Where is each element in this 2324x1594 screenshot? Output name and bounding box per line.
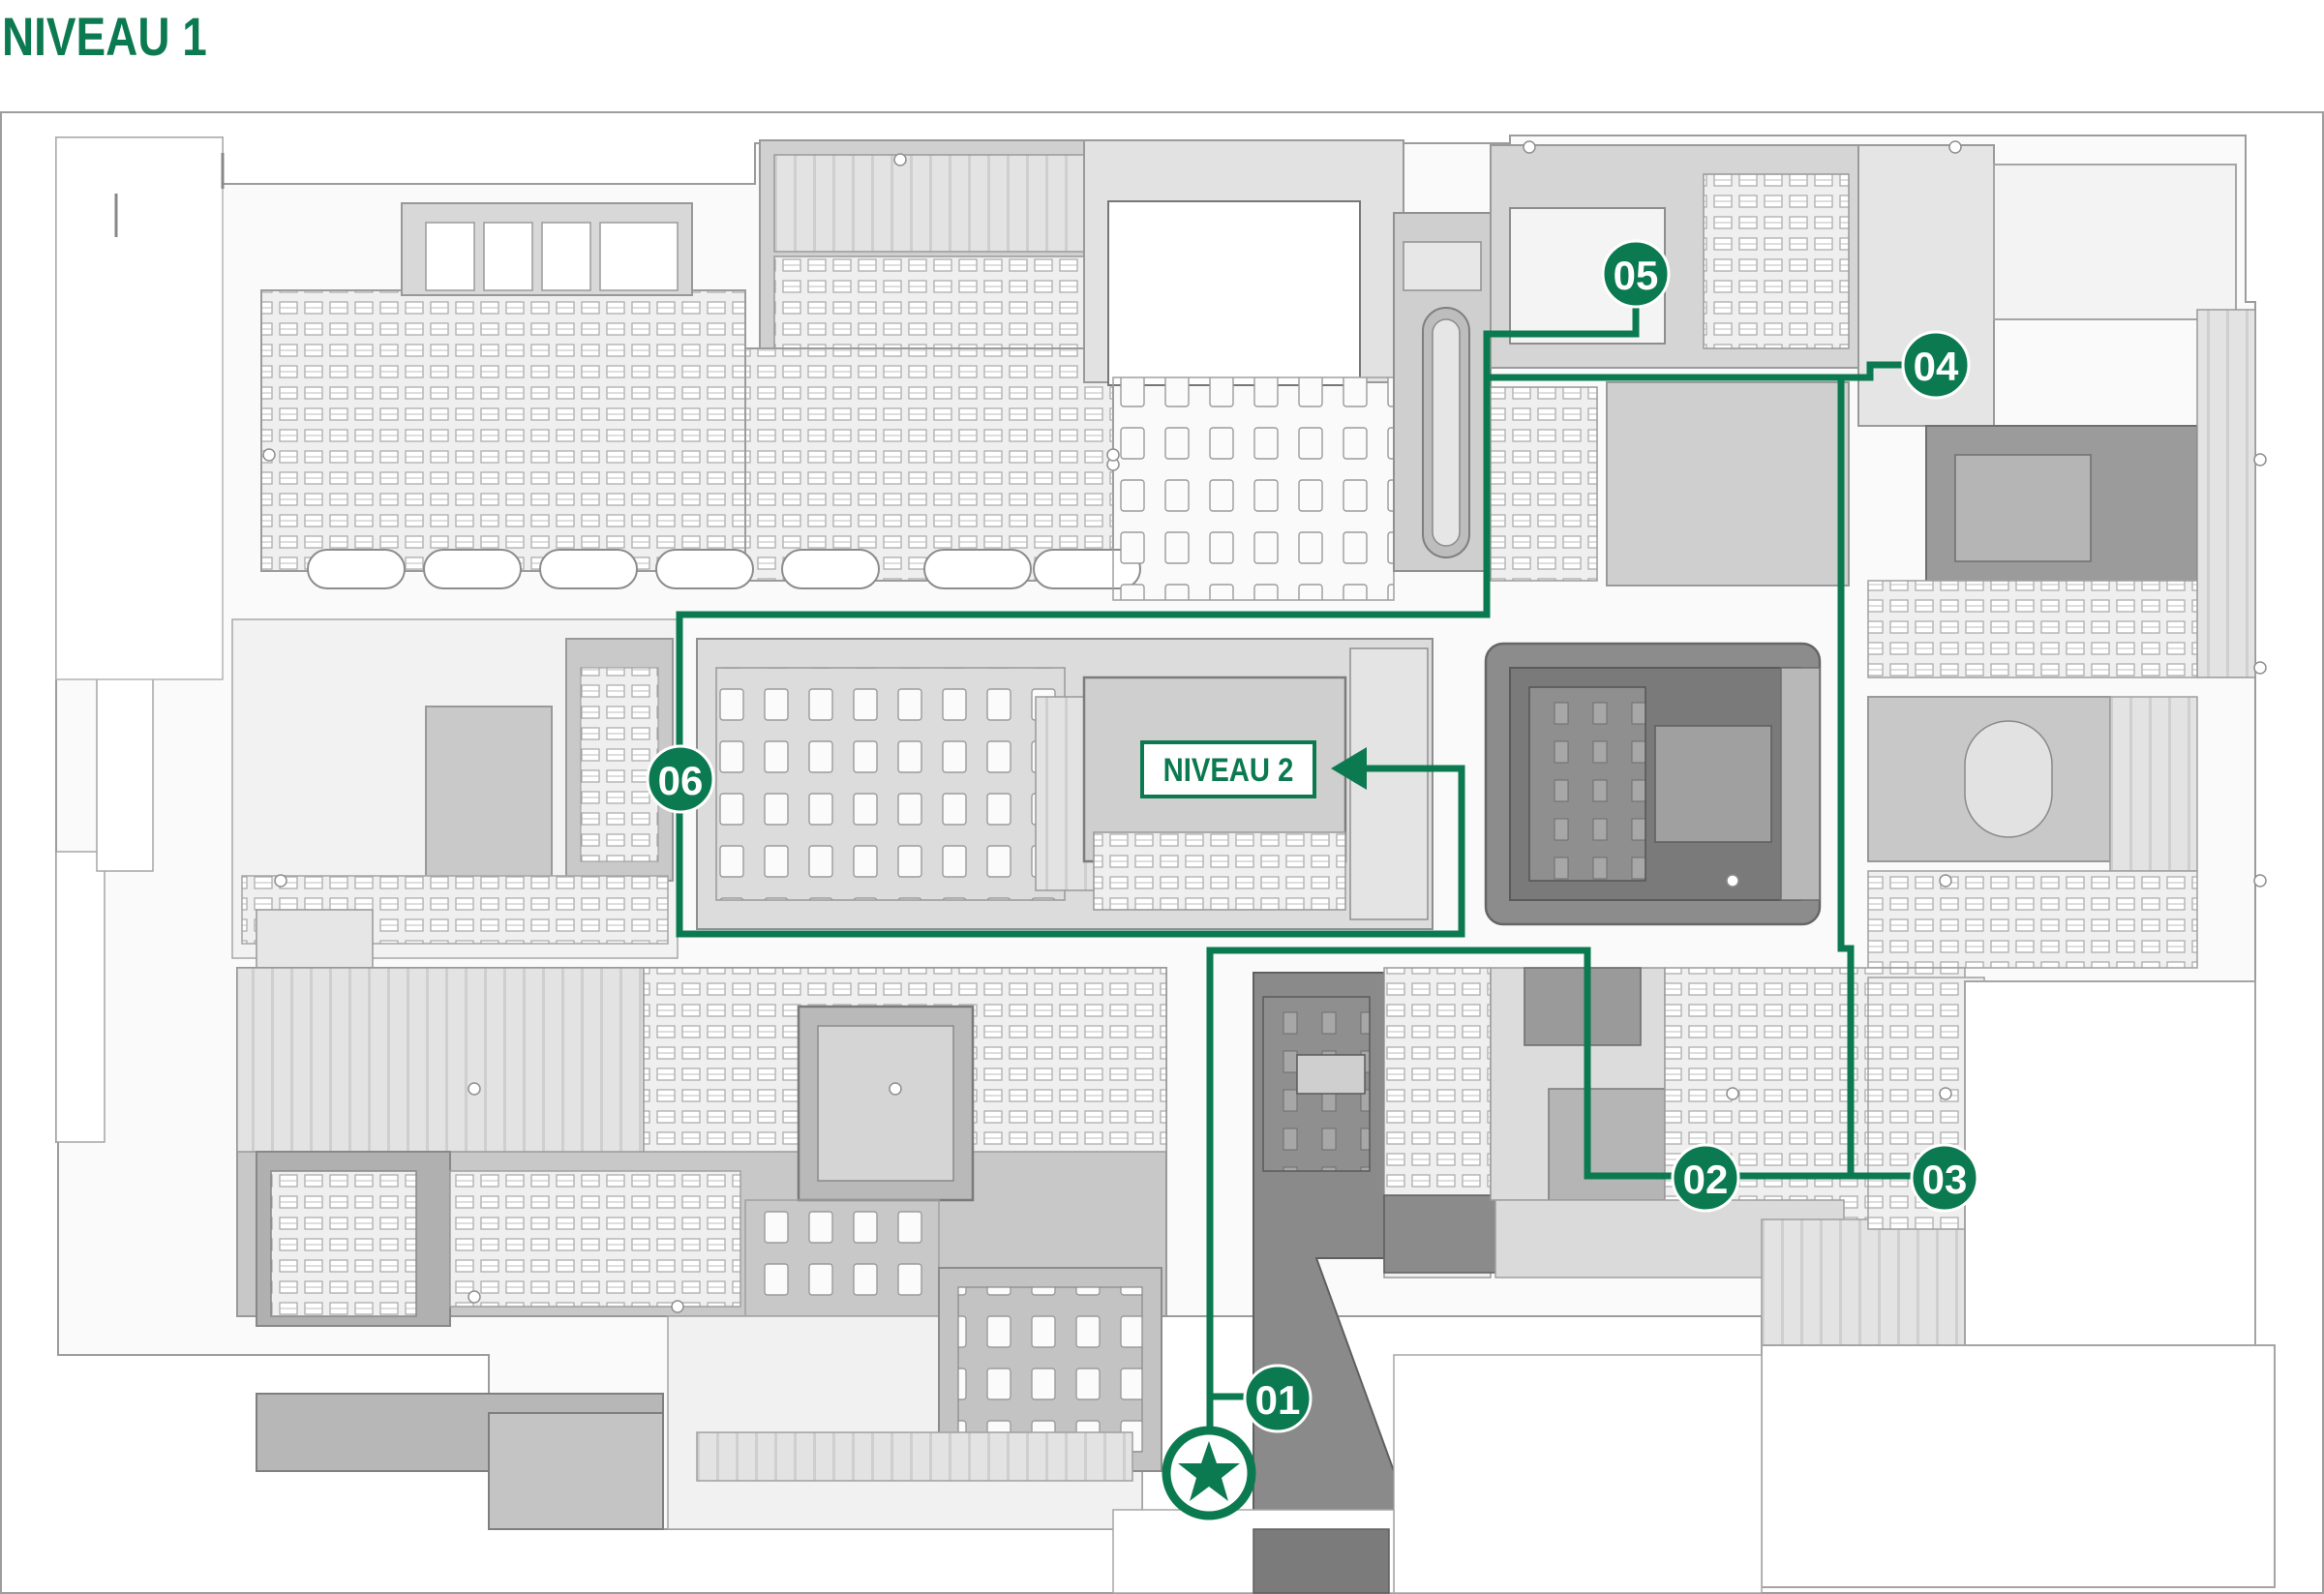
stop-label: 05: [1614, 253, 1659, 298]
stop-label: 06: [658, 758, 704, 803]
star-icon: [1178, 1441, 1240, 1501]
stop-label: 02: [1683, 1157, 1729, 1202]
stop-marker-03[interactable]: 03: [1910, 1143, 1979, 1213]
stop-marker-01[interactable]: 01: [1243, 1364, 1313, 1433]
level-link-niveau-2[interactable]: NIVEAU 2: [1140, 740, 1316, 798]
zone-central-hall: [696, 638, 1434, 930]
zone-left-middle: [231, 618, 679, 1143]
route-segment-05: [1483, 272, 1855, 381]
stop-marker-04[interactable]: 04: [1901, 330, 1971, 400]
zone-top-right: [1490, 144, 2256, 969]
zone-top-center: [1083, 139, 1492, 601]
zone-bottom: [256, 1267, 1162, 1530]
zone-lower-right: [1112, 967, 2276, 1594]
zone-top-left: [260, 139, 1141, 589]
stop-marker-02[interactable]: 02: [1671, 1143, 1740, 1213]
arrow-icon: [1331, 747, 1367, 790]
page-title: NIVEAU 1: [2, 6, 207, 67]
stop-marker-06[interactable]: 06: [646, 744, 715, 814]
entrance-marker[interactable]: [1162, 1426, 1256, 1520]
route-segment-entrance: [1206, 947, 1707, 1465]
level-link-label: NIVEAU 2: [1163, 751, 1294, 789]
column-dots: [262, 140, 2267, 1313]
stop-label: 01: [1255, 1377, 1301, 1423]
zone-dark-square: [1484, 642, 1822, 926]
stop-label: 04: [1914, 344, 1959, 389]
stop-label: 03: [1922, 1157, 1968, 1202]
route-segment-06: [676, 374, 1491, 938]
route-path: [676, 272, 1930, 1465]
stop-marker-05[interactable]: 05: [1601, 239, 1671, 309]
zone-lower-left: [236, 967, 1167, 1327]
